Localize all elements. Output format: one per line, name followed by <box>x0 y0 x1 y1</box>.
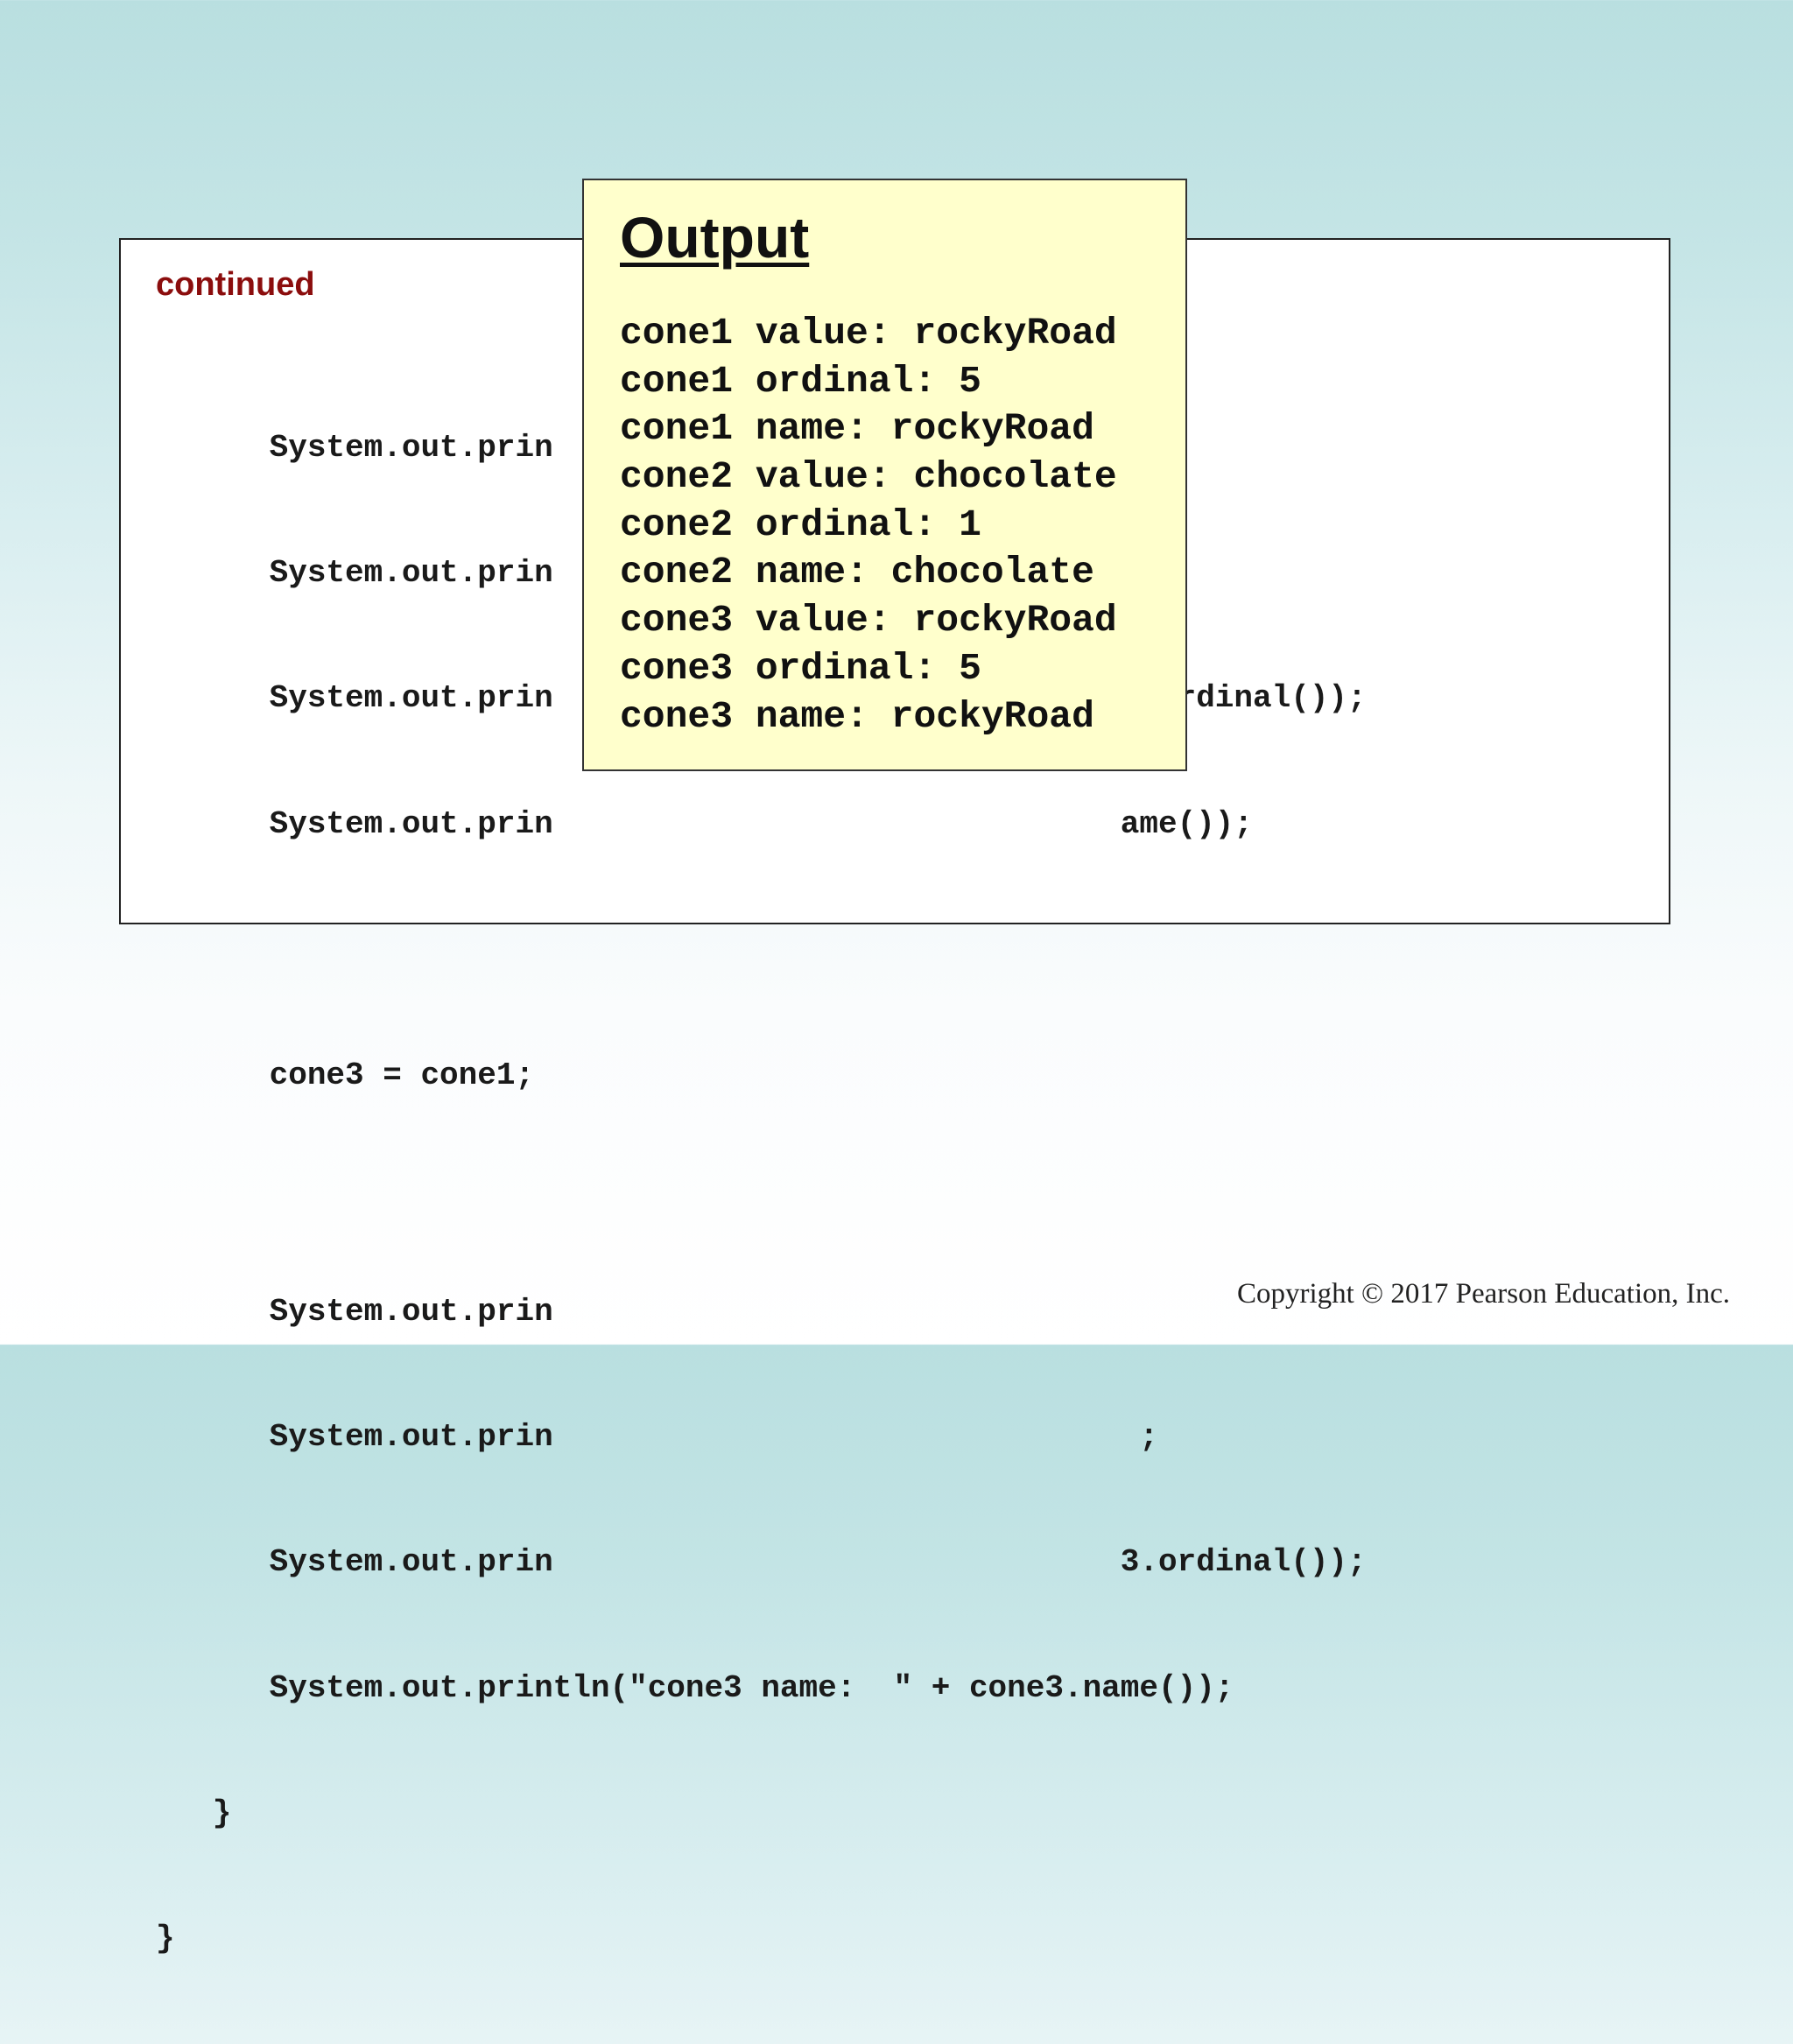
copyright-notice: Copyright © 2017 Pearson Education, Inc. <box>1236 1278 1730 1310</box>
code-blank-line <box>156 1180 1367 1207</box>
code-line: } <box>156 1795 232 1832</box>
output-line: cone1 value: rockyRoad <box>620 312 1117 355</box>
output-line: cone3 name: rockyRoad <box>620 694 1094 738</box>
code-blank-line <box>156 929 1367 971</box>
output-line: cone2 value: chocolate <box>620 455 1117 499</box>
output-line: cone3 ordinal: 5 <box>620 646 981 690</box>
output-title: Output <box>620 205 810 270</box>
code-line: System.out.println("cone3 name: " + cone… <box>156 1669 1234 1706</box>
output-line: cone2 name: chocolate <box>620 551 1094 594</box>
output-line: cone2 ordinal: 1 <box>620 502 981 546</box>
code-line: System.out.prin <box>156 429 553 466</box>
output-line: cone3 value: rockyRoad <box>620 599 1117 643</box>
code-line: System.out.prin ; <box>156 1418 1158 1455</box>
continued-label: continued <box>156 266 315 303</box>
code-line: System.out.prin 3.ordinal()); <box>156 1544 1367 1581</box>
code-line: System.out.prin ame()); <box>156 805 1254 842</box>
output-line: cone1 name: rockyRoad <box>620 407 1094 451</box>
output-box: Output cone1 value: rockyRoad cone1 ordi… <box>582 179 1187 771</box>
code-line: } <box>156 1921 175 1957</box>
output-line: cone1 ordinal: 5 <box>620 359 981 403</box>
code-line: System.out.prin <box>156 1293 553 1330</box>
output-lines: cone1 value: rockyRoad cone1 ordinal: 5 … <box>620 310 1117 741</box>
code-line: cone3 = cone1; <box>156 1057 535 1093</box>
